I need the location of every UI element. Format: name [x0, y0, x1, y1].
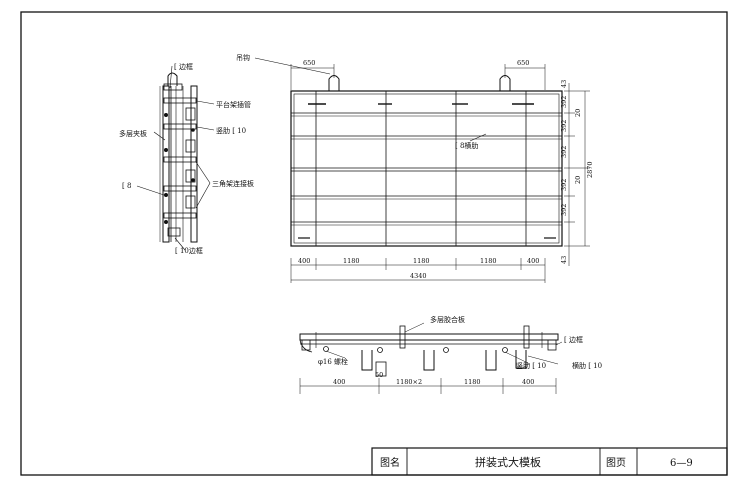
title-name-label: 图名: [380, 456, 400, 469]
label-horizontal-rib: 横肋 [ 10: [572, 361, 602, 370]
dim-bottom-5: 400: [527, 257, 539, 265]
label-bolt: φ16 螺栓: [318, 357, 348, 366]
side-view-leaders: [136, 57, 331, 251]
dim-section-2: 1180×2: [396, 378, 422, 386]
dim-bottom-4: 1180: [480, 257, 497, 265]
front-elevation: [290, 75, 563, 247]
label-channel8: [ 8: [122, 182, 131, 190]
front-dimensions: [290, 64, 590, 283]
title-page-label: 图页: [606, 457, 626, 469]
dim-section-1: 400: [333, 378, 345, 386]
dim-section-4: 400: [522, 378, 534, 386]
label-lifting-hook: 吊钩: [236, 53, 250, 62]
label-platform-pipe: 平台架插管: [216, 100, 251, 109]
label-vertical-rib: 竖肋 [ 10: [216, 126, 246, 135]
dim-right-9: 43: [560, 256, 568, 264]
dim-top-right: 650: [517, 59, 529, 67]
dim-total-width: 4340: [410, 272, 427, 280]
dim-bottom-3: 1180: [413, 257, 430, 265]
plan-dimensions: [299, 322, 563, 394]
dim-right-4: 392: [560, 120, 568, 132]
dim-right-5: 392: [560, 146, 568, 158]
title-page-value: 6—9: [670, 458, 693, 469]
dim-right-1: 43: [560, 80, 568, 88]
title-name-value: 拼装式大模板: [475, 455, 541, 469]
dim-right-2: 392: [560, 96, 568, 108]
dim-bottom-2: 1180: [343, 257, 360, 265]
plan-section: [299, 325, 559, 377]
side-section-view: [159, 72, 198, 243]
dim-top-left: 650: [303, 59, 315, 67]
label-plywood: 多层夹板: [119, 129, 147, 138]
label-channel8-rib: [ 8横肋: [455, 141, 478, 150]
label-edge-frame-right: [ 边框: [564, 335, 583, 344]
sheet-border: [20, 11, 728, 476]
dim-section-3: 1180: [464, 378, 481, 386]
dim-right-8: 392: [560, 204, 568, 216]
dim-bottom-1: 400: [298, 257, 310, 265]
dim-right-6: 20: [574, 176, 582, 184]
dim-small-50: 50: [375, 371, 383, 379]
label-edge-frame: [ 边框: [174, 62, 193, 71]
dim-height-total: 2870: [586, 161, 594, 178]
label-multilayer-board: 多层胶合板: [430, 315, 465, 324]
label-channel10-edge: [ 10边框: [175, 246, 203, 255]
title-block-frame: [371, 447, 728, 476]
label-vertical-rib2: 竖肋 [ 10: [516, 361, 546, 370]
label-triangle-plate: 三角架连接板: [212, 179, 254, 188]
rib-leader: [469, 133, 487, 142]
dim-right-7: 392: [560, 179, 568, 191]
dim-right-3: 20: [574, 109, 582, 117]
